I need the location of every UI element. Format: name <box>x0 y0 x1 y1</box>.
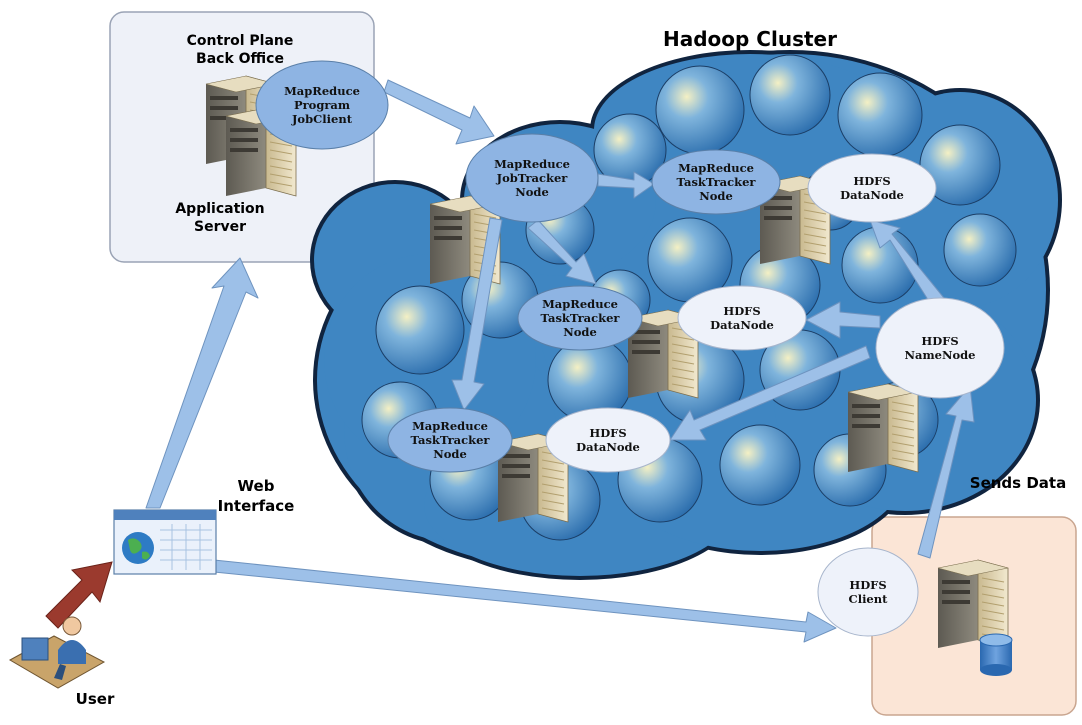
server-namenode <box>847 383 919 473</box>
user-icon <box>8 616 106 689</box>
node-text: MapReduce <box>542 297 618 311</box>
node-text: TaskTracker <box>410 433 490 447</box>
node-ellipse-program <box>255 60 389 150</box>
arrow-client-to-nn <box>917 385 975 559</box>
node-text: HDFS <box>723 304 761 318</box>
arrow-web-to-app <box>145 257 259 509</box>
node-ellipse-tt-top <box>651 149 781 215</box>
node-text: Node <box>515 185 549 199</box>
node-text: HDFS <box>589 426 627 440</box>
arrow-user-to-web <box>45 561 113 629</box>
node-ellipse-dn-mid <box>677 285 807 351</box>
user-label: User <box>75 690 115 708</box>
node-text: TaskTracker <box>676 175 756 189</box>
cluster-title: Hadoop Cluster <box>663 27 837 51</box>
node-text: HDFS <box>853 174 891 188</box>
database-icon <box>979 633 1013 676</box>
node-ellipse-namenode <box>875 297 1005 399</box>
node-ellipse-jobtracker <box>465 133 599 223</box>
node-text: DataNode <box>840 188 904 202</box>
node-text: MapReduce <box>678 161 754 175</box>
node-text: Node <box>699 189 733 203</box>
app-server-line1: Application <box>175 201 265 217</box>
web-interface-line2: Interface <box>217 497 295 515</box>
node-text: Node <box>433 447 467 461</box>
control-plane-label: Control Plane Back Office <box>130 32 350 68</box>
node-text: Client <box>848 592 888 606</box>
node-text: JobTracker <box>496 171 568 185</box>
node-text: NameNode <box>904 348 976 362</box>
node-text: Program <box>293 98 351 112</box>
arrow-jt-to-tt-bot <box>451 217 503 411</box>
app-server-label: Application Server <box>160 200 280 236</box>
arrow-program-to-jobtracker <box>383 79 495 145</box>
arrow-nn-to-dn-mid <box>805 301 881 339</box>
node-ellipse-dn-bot <box>545 407 671 473</box>
node-text: Node <box>563 325 597 339</box>
node-text: JobClient <box>291 112 353 126</box>
web-interface-icon <box>113 509 217 575</box>
node-text: MapReduce <box>284 84 360 98</box>
node-ellipse-client <box>817 547 919 637</box>
web-interface-label: Web Interface <box>206 476 306 516</box>
sends-data-label: Sends Data <box>969 474 1067 492</box>
node-text: MapReduce <box>494 157 570 171</box>
arrow-web-to-client <box>213 559 837 643</box>
arrow-nn-to-dn-top <box>869 219 945 307</box>
control-plane-line2: Back Office <box>196 51 284 67</box>
node-text: HDFS <box>921 334 959 348</box>
node-text: DataNode <box>710 318 774 332</box>
arrow-jt-to-tt-top <box>597 171 655 199</box>
node-text: DataNode <box>576 440 640 454</box>
node-ellipse-tt-mid <box>517 285 643 351</box>
node-text: HDFS <box>849 578 887 592</box>
web-interface-line1: Web <box>237 477 275 495</box>
node-ellipse-dn-top <box>807 153 937 223</box>
node-ellipse-tt-bot <box>387 407 513 473</box>
node-text: TaskTracker <box>540 311 620 325</box>
control-plane-line1: Control Plane <box>186 33 294 49</box>
arrow-nn-to-dn-bot <box>669 345 871 441</box>
arrow-jt-to-tt-mid <box>527 219 597 285</box>
app-server-line2: Server <box>193 219 246 235</box>
node-text: MapReduce <box>412 419 488 433</box>
